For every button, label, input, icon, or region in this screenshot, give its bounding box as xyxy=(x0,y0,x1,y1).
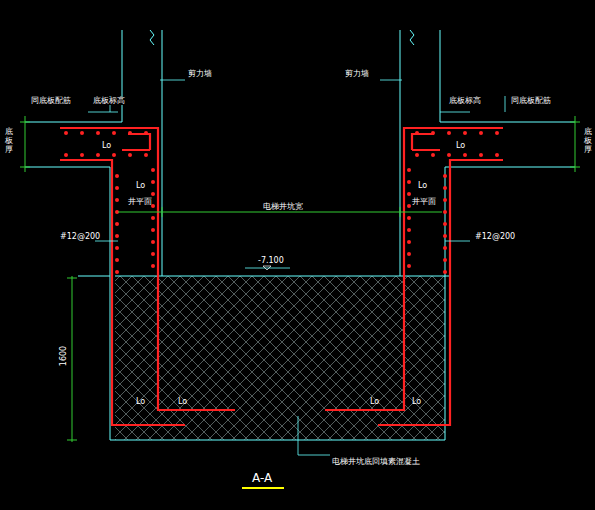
dimension: 电梯井坑宽 xyxy=(262,203,304,211)
elevation-label: 底板标高 xyxy=(92,97,126,105)
anchor-length: Lo xyxy=(370,398,379,406)
wall-label: 剪力墙 xyxy=(188,70,212,78)
elevation-label: 底板标高 xyxy=(448,97,482,105)
dimension: 1600 xyxy=(60,346,68,366)
anchor-length: Lo xyxy=(456,142,465,150)
elevation-label: -7.100 xyxy=(258,257,284,265)
section-title: A-A xyxy=(252,472,272,484)
note: 同底板配筋 xyxy=(30,97,72,105)
anchor-length: Lo xyxy=(102,142,111,150)
rebar-label: #12@200 xyxy=(475,233,515,241)
level-label: 井平面 xyxy=(412,198,436,206)
anchor-length: Lo xyxy=(136,398,145,406)
anchor-length: Lo xyxy=(418,182,427,190)
note: 电梯井坑底回填素混凝土 xyxy=(332,458,420,466)
note: 同底板配筋 xyxy=(510,97,552,105)
level-label: 井平面 xyxy=(128,198,152,206)
wall-label: 剪力墙 xyxy=(345,70,369,78)
dimension: 底板厚 xyxy=(4,128,14,154)
anchor-length: Lo xyxy=(136,182,145,190)
dimension: 底板厚 xyxy=(583,128,593,154)
anchor-length: Lo xyxy=(412,398,421,406)
rebar-label: #12@200 xyxy=(60,233,100,241)
anchor-length: Lo xyxy=(178,398,187,406)
